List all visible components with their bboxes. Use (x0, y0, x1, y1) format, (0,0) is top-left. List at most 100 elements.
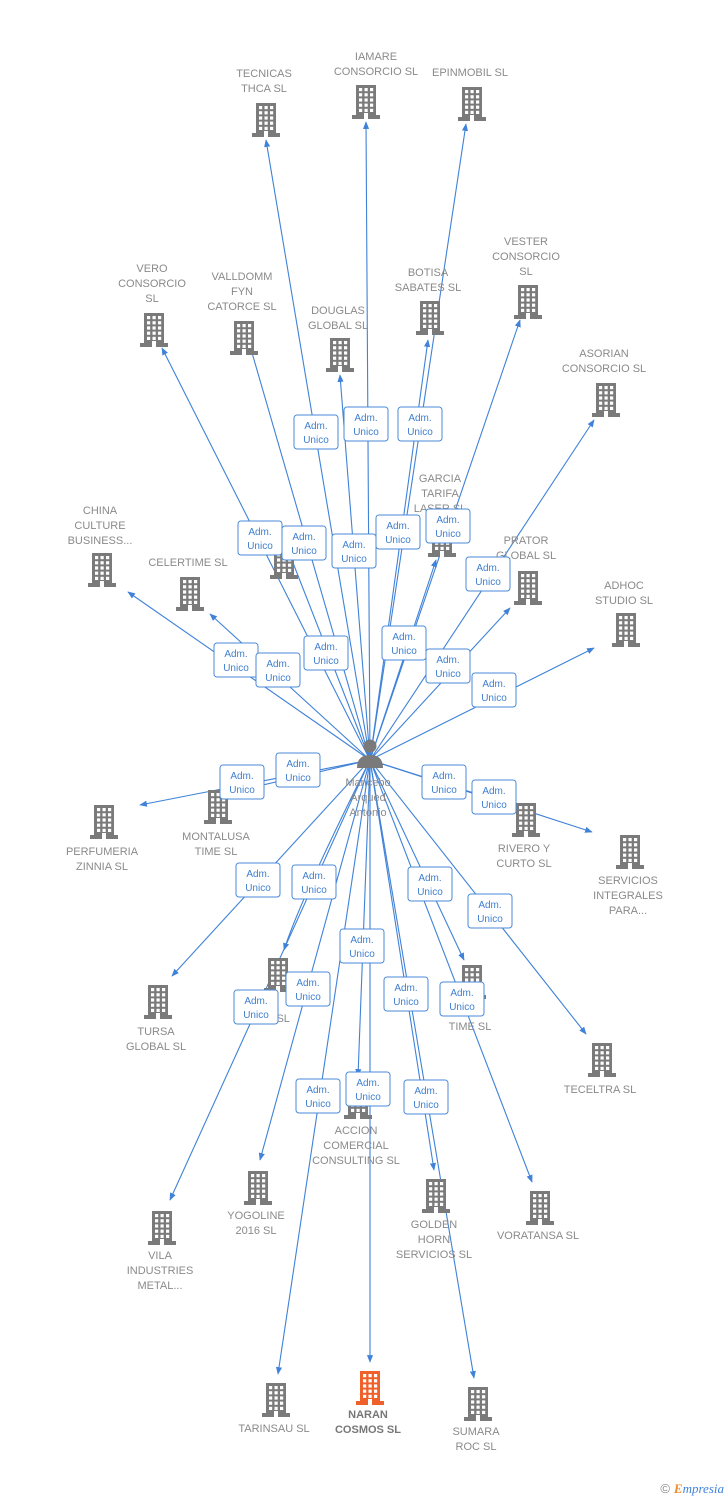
company-celertime-building-icon[interactable] (176, 577, 204, 611)
company-botisa-building-icon[interactable] (416, 301, 444, 335)
company-yogoline-building-icon[interactable] (244, 1171, 272, 1205)
svg-text:Unico: Unico (313, 656, 339, 667)
edge-label-timesl[interactable]: Adm. Unico (439, 981, 485, 1017)
svg-text:Adm.: Adm. (354, 413, 377, 424)
edge-label-hidden2[interactable]: Adm.Unico (233, 989, 279, 1025)
company-iamare-building-icon[interactable] (352, 85, 380, 119)
edge-label-asorian[interactable]: Adm.Unico (465, 556, 511, 592)
svg-text:Unico: Unico (407, 427, 433, 438)
svg-text:Adm.: Adm. (306, 1085, 329, 1096)
company-sumara-building-icon[interactable] (464, 1387, 492, 1421)
edge-label-rivero[interactable]: Adm.Unico (421, 764, 467, 800)
edge-label-accion[interactable]: Adm. Unico (339, 928, 385, 964)
edge-label-valldomm[interactable]: Adm.Unico (281, 525, 327, 561)
company-golden-building-icon[interactable] (422, 1179, 450, 1213)
svg-text:Adm.: Adm. (244, 996, 267, 1007)
company-tecnicas-building-icon[interactable] (252, 103, 280, 137)
edge-label-botisa[interactable]: Adm.Unico (375, 514, 421, 550)
edge-label-naran[interactable]: Adm.Unico (345, 1071, 391, 1107)
edge-label-vila[interactable]: Adm.Unico (291, 864, 337, 900)
svg-text:Adm.: Adm. (392, 632, 415, 643)
svg-text:Unico: Unico (393, 997, 419, 1008)
edge-label-iamare[interactable]: Adm. Unico (343, 406, 389, 442)
company-vero-building-icon[interactable] (140, 313, 168, 347)
svg-text:Unico: Unico (303, 435, 329, 446)
edge-label-prator[interactable]: Adm.Unico (425, 648, 471, 684)
edge-label-montalusa[interactable]: Adm.Unico (275, 752, 321, 788)
edge-label-vester[interactable]: Adm.Unico (425, 508, 471, 544)
edge-label-vero[interactable]: Adm.Unico (237, 520, 283, 556)
company-china-building-icon[interactable] (88, 553, 116, 587)
svg-text:Unico: Unico (223, 663, 249, 674)
edge-label-tarinsau[interactable]: Adm.Unico (295, 1078, 341, 1114)
svg-text:Unico: Unico (435, 529, 461, 540)
company-vester-building-icon[interactable] (514, 285, 542, 319)
company-vila-building-icon[interactable] (148, 1211, 176, 1245)
svg-text:Adm.: Adm. (286, 759, 309, 770)
edge-label-epinmobil[interactable]: Adm.Unico (397, 406, 443, 442)
edge-label-douglas[interactable]: Adm.Unico (331, 533, 377, 569)
edge-label-celertime[interactable]: Adm.Unico (255, 652, 301, 688)
edge-label-hidden1[interactable]: Adm.Unico (303, 635, 349, 671)
svg-text:Adm.: Adm. (350, 935, 373, 946)
edge-label-garcia[interactable]: Adm.Unico (381, 625, 427, 661)
company-valldomm-building-icon[interactable] (230, 321, 258, 355)
svg-text:Unico: Unico (385, 535, 411, 546)
edge-label-golden[interactable]: Adm.Unico (383, 976, 429, 1012)
svg-text:Unico: Unico (431, 785, 457, 796)
edge-yogoline (258, 759, 371, 1161)
edge-label-perfumeria[interactable]: Adm.Unico (219, 764, 265, 800)
edge-label-sumara[interactable]: Adm.Unico (403, 1079, 449, 1115)
svg-text:Unico: Unico (355, 1092, 381, 1103)
company-asorian-building-icon[interactable] (592, 383, 620, 417)
company-naran-building-icon[interactable] (356, 1371, 384, 1405)
edge-label-yogoline[interactable]: Adm.Unico (285, 971, 331, 1007)
svg-text:Adm.: Adm. (450, 988, 473, 999)
svg-text:Unico: Unico (349, 949, 375, 960)
company-hidden2-building-icon[interactable] (264, 958, 292, 992)
company-tursa-building-icon[interactable] (144, 985, 172, 1019)
svg-text:Unico: Unico (229, 785, 255, 796)
svg-text:Adm.: Adm. (482, 786, 505, 797)
company-rivero-building-icon[interactable] (512, 803, 540, 837)
company-teceltra-building-icon[interactable] (588, 1043, 616, 1077)
svg-text:Unico: Unico (481, 693, 507, 704)
svg-text:Unico: Unico (449, 1002, 475, 1013)
company-tarinsau-building-icon[interactable] (262, 1383, 290, 1417)
company-voratansa-building-icon[interactable] (526, 1191, 554, 1225)
svg-text:Unico: Unico (475, 577, 501, 588)
edge-tarinsau (275, 759, 371, 1375)
edge-label-tursa[interactable]: Adm.Unico (235, 862, 281, 898)
edge-label-tecnicas[interactable]: Adm.Unico (293, 414, 339, 450)
person-node[interactable] (357, 739, 383, 769)
company-servicios-building-icon[interactable] (616, 835, 644, 869)
copyright-symbol: © (660, 1481, 670, 1496)
svg-text:Unico: Unico (413, 1100, 439, 1111)
company-prator-building-icon[interactable] (514, 571, 542, 605)
svg-text:Adm.: Adm. (224, 649, 247, 660)
company-adhoc-building-icon[interactable] (612, 613, 640, 647)
svg-text:Unico: Unico (295, 992, 321, 1003)
company-douglas-building-icon[interactable] (326, 338, 354, 372)
edge-label-teceltra[interactable]: Adm.Unico (467, 893, 513, 929)
svg-text:Unico: Unico (353, 427, 379, 438)
edge-label-servicios[interactable]: Adm.Unico (471, 779, 517, 815)
company-epinmobil-building-icon[interactable] (458, 87, 486, 121)
edge-label-adhoc[interactable]: Adm.Unico (471, 672, 517, 708)
edge-label-voratansa[interactable]: Adm.Unico (407, 866, 453, 902)
edge-tecnicas (264, 139, 371, 761)
company-perfumeria-building-icon[interactable] (90, 805, 118, 839)
edge-label-china[interactable]: Adm. Unico (213, 642, 259, 678)
edge-botisa (369, 339, 431, 761)
